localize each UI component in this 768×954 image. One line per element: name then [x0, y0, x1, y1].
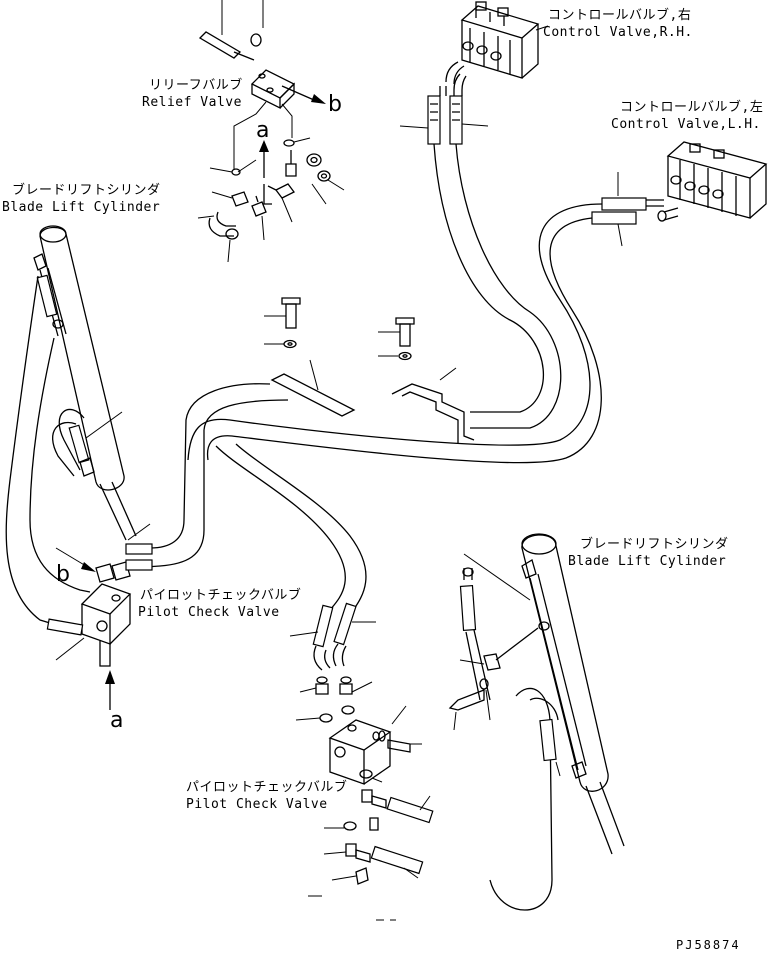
control-valve-lh-label-jp: コントロールバルブ,左 [620, 100, 764, 115]
blade-lift-cylinder-right [448, 533, 625, 911]
hose-bundle-main [129, 143, 603, 613]
relief-fittings [197, 137, 345, 263]
ref-b-left: b [56, 562, 70, 587]
blade-lift-cylinder-left-label-jp: ブレードリフトシリンダ [12, 183, 161, 198]
top-bolt [198, 0, 264, 61]
lower-hose-ends [289, 602, 376, 723]
control-valve-rh-label-jp: コントロールバルブ,右 [548, 8, 692, 23]
blade-lift-cylinder-right-label-en: Blade Lift Cylinder [568, 554, 727, 569]
pilot-check-valve-upper [46, 523, 153, 710]
pilot-check-valve-upper-label-en: Pilot Check Valve [138, 605, 280, 620]
control-valve-rh [399, 1, 549, 145]
control-valve-rh-label-en: Control Valve,R.H. [543, 25, 693, 40]
blade-lift-cylinder-left-label-en: Blade Lift Cylinder [2, 200, 161, 215]
ref-a-bottom: a [110, 708, 124, 733]
blade-lift-cylinder-right-label-jp: ブレードリフトシリンダ [580, 537, 729, 552]
pilot-check-valve-lower [308, 705, 434, 921]
blade-lift-cylinder-left [5, 225, 137, 627]
pilot-check-valve-upper-label-jp: パイロットチェックバルブ [140, 588, 302, 603]
pilot-check-valve-lower-label-jp: パイロットチェックバルブ [186, 780, 348, 795]
relief-valve-label-en: Relief Valve [142, 95, 242, 110]
ref-a-top: a [256, 118, 270, 143]
ref-b-top: b [328, 92, 342, 117]
control-valve-lh-label-en: Control Valve,L.H. [611, 117, 761, 132]
hose-clamps [264, 297, 475, 444]
drawing-number: PJ58874 [676, 938, 741, 952]
relief-valve [233, 69, 326, 178]
pilot-check-valve-lower-label-en: Pilot Check Valve [186, 797, 328, 812]
relief-valve-label-jp: リリーフバルブ [149, 78, 243, 93]
control-valve-lh [591, 141, 768, 247]
